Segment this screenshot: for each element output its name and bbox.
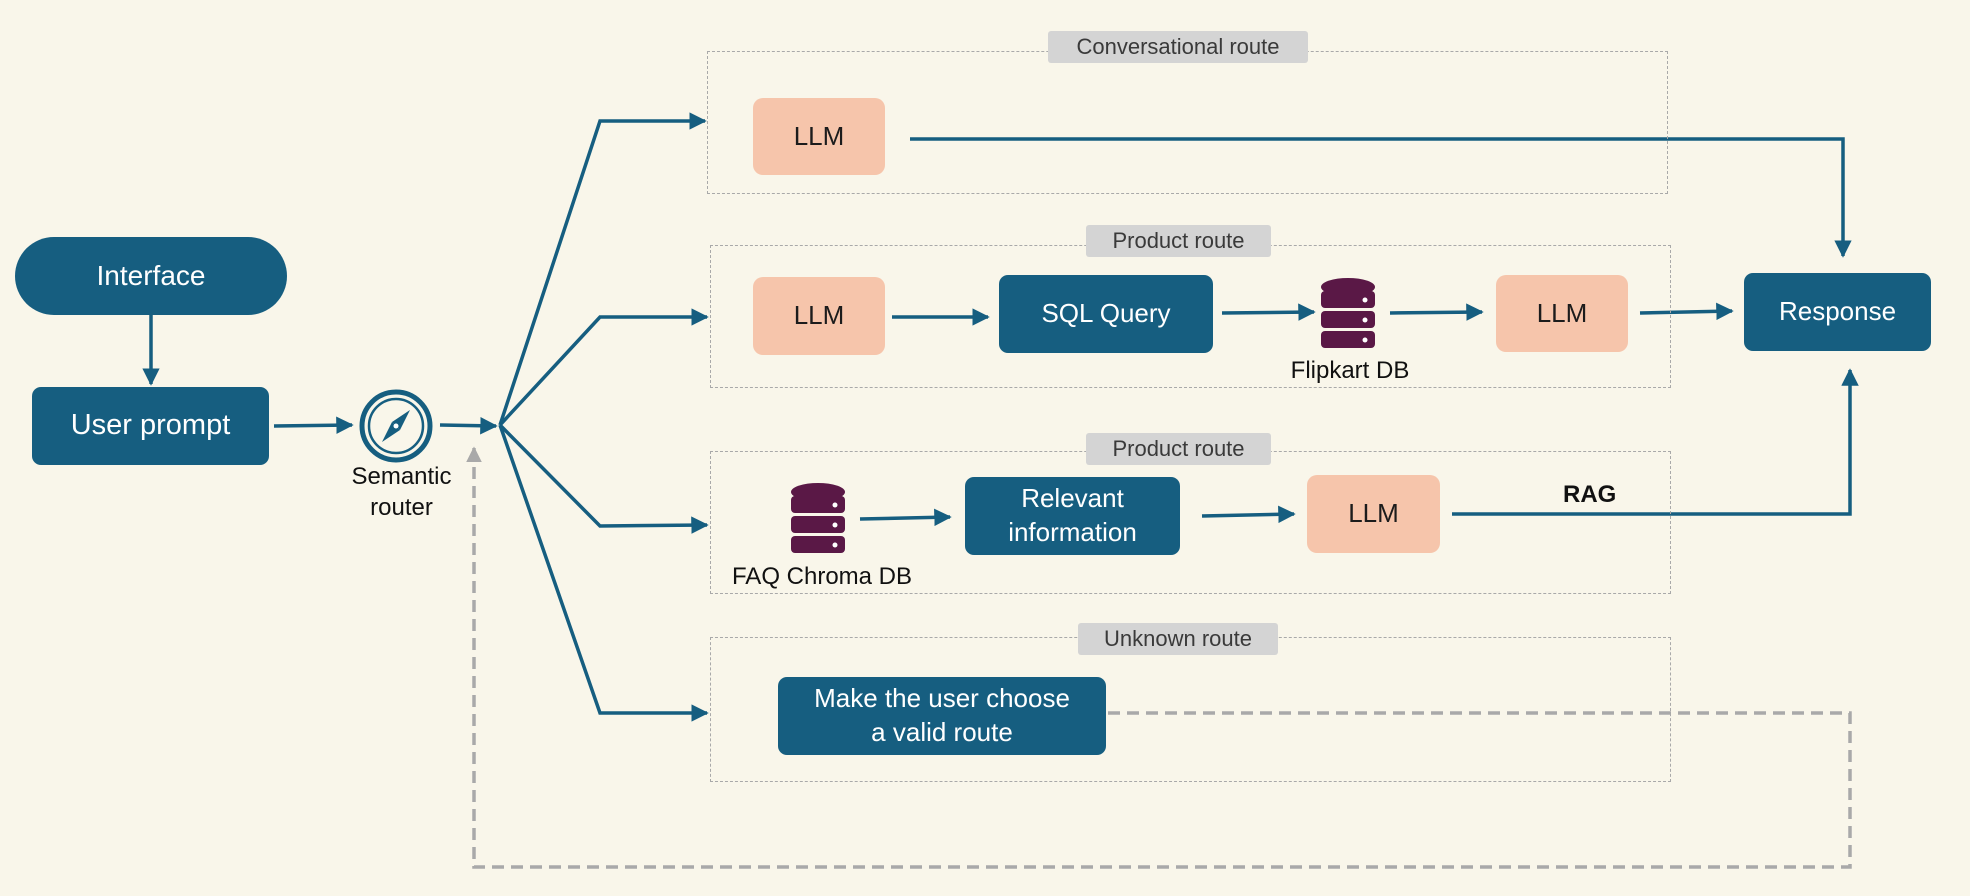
semantic-router-caption: Semantic router xyxy=(351,463,452,522)
rag-label: RAG xyxy=(1563,481,1617,508)
prompt-to-router-arrow xyxy=(273,416,354,434)
conversational-route-label: Conversational route xyxy=(1048,31,1308,63)
rag-llm-to-response-arrow xyxy=(1452,368,1859,516)
database-icon xyxy=(1321,278,1375,348)
flipkart-db-to-llm-arrow xyxy=(1389,303,1484,321)
sql-query-node[interactable]: SQL Query xyxy=(999,275,1213,353)
faq-chroma-db-caption: FAQ Chroma DB xyxy=(731,563,913,590)
router-to-fork-arrow xyxy=(439,416,498,435)
database-icon xyxy=(791,483,845,553)
product-route-rag-label: Product route xyxy=(1086,433,1271,465)
product-route-sql-label: Product route xyxy=(1086,225,1271,257)
unknown-route-label: Unknown route xyxy=(1078,623,1278,655)
compass-icon[interactable] xyxy=(359,389,433,463)
conversational-llm-node[interactable]: LLM xyxy=(753,98,885,175)
unknown-feedback-dashed-arrow xyxy=(466,446,1852,869)
fork-to-unknown-arrow xyxy=(498,424,709,722)
product-sql-llm-out-node[interactable]: LLM xyxy=(1496,275,1628,352)
choose-valid-route-node[interactable]: Make the user choose a valid route xyxy=(778,677,1106,755)
flipkart-db-caption: Flipkart DB xyxy=(1290,357,1410,384)
faq-db-to-info-arrow xyxy=(859,508,952,527)
info-to-llm-arrow xyxy=(1201,505,1296,524)
fork-to-product-rag-arrow xyxy=(498,423,709,534)
conversational-llm-to-response-arrow xyxy=(910,137,1852,258)
sql-to-flipkart-db-arrow xyxy=(1221,303,1316,321)
relevant-information-node[interactable]: Relevant information xyxy=(965,477,1180,555)
fork-to-product-sql-arrow xyxy=(498,308,709,427)
response-node[interactable]: Response xyxy=(1744,273,1931,351)
product-rag-llm-node[interactable]: LLM xyxy=(1307,475,1440,553)
llm-to-response-arrow xyxy=(1639,302,1734,321)
user-prompt-node[interactable]: User prompt xyxy=(32,387,269,465)
product-sql-llm-in-node[interactable]: LLM xyxy=(753,277,885,355)
fork-to-conversational-arrow xyxy=(498,112,707,426)
interface-node[interactable]: Interface xyxy=(15,237,287,315)
